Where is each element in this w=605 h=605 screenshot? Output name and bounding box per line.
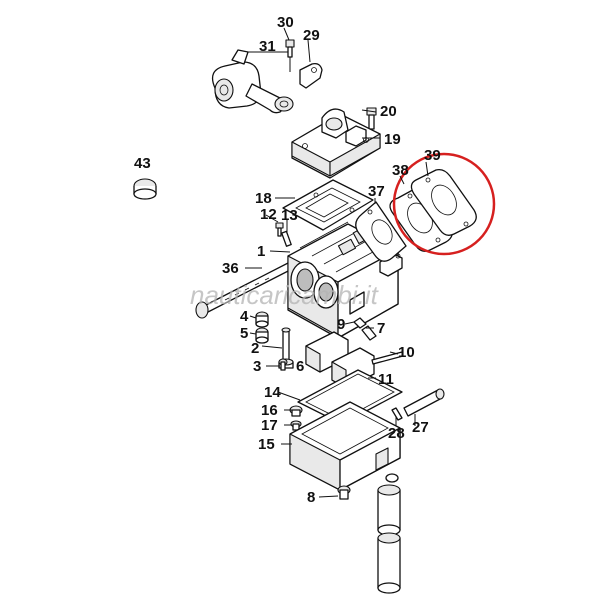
callout-13: 13	[281, 207, 298, 224]
callout-12: 12	[260, 206, 277, 223]
callout-11: 11	[378, 371, 394, 388]
highlight-circle	[392, 152, 496, 256]
callout-43: 43	[134, 155, 151, 172]
part-17-screw	[290, 420, 302, 431]
part-37-flange-gasket	[355, 201, 407, 262]
part-31-linkage	[211, 49, 294, 114]
part-5-jet	[255, 327, 269, 344]
callout-17: 17	[261, 417, 278, 434]
part-16-screw	[289, 405, 303, 417]
part-10-pin	[371, 351, 404, 365]
part-30-screw	[285, 39, 295, 58]
part-39-gasket	[410, 168, 477, 236]
callout-15: 15	[258, 436, 275, 453]
callout-30: 30	[277, 14, 294, 31]
part-43-plug	[133, 178, 157, 200]
callout-20: 20	[380, 103, 397, 120]
part-18-gasket	[282, 179, 374, 231]
callout-38: 38	[392, 162, 409, 179]
part-29-lever	[299, 62, 323, 89]
callout-8: 8	[307, 489, 315, 506]
drain-hose	[377, 484, 401, 594]
watermark: nauticaricambi.it	[190, 280, 380, 310]
callout-19: 19	[384, 131, 401, 148]
callout-27: 27	[412, 419, 429, 436]
callout-37: 37	[368, 183, 385, 200]
callout-1: 1	[257, 243, 265, 260]
callout-4: 4	[240, 308, 249, 325]
callout-16: 16	[261, 402, 278, 419]
callout-5: 5	[240, 325, 248, 342]
callout-6: 6	[296, 358, 304, 375]
part-4-jet	[255, 311, 269, 328]
part-2-jet	[281, 327, 291, 365]
part-19-top-cover	[291, 108, 381, 179]
callout-18: 18	[255, 190, 272, 207]
part-28-screw	[391, 407, 403, 421]
part-12-screw	[275, 222, 284, 237]
callout-2: 2	[251, 340, 259, 357]
part-8-screw	[337, 485, 351, 500]
callout-labels: 30 29 31 20 19 43 18 12 13 1 37 38 39 36…	[134, 14, 441, 506]
part-3-screw	[278, 358, 288, 371]
callout-7: 7	[377, 320, 385, 337]
callout-28: 28	[388, 425, 405, 442]
callout-14: 14	[264, 384, 281, 401]
part-27-pin	[403, 388, 445, 417]
callout-3: 3	[253, 358, 261, 375]
part-7-pin	[361, 325, 377, 341]
callout-39: 39	[424, 147, 441, 164]
leader-lines	[245, 27, 429, 498]
part-9-needle	[353, 317, 367, 329]
part-15-float-bowl	[289, 401, 401, 491]
callout-31: 31	[259, 38, 276, 55]
callout-29: 29	[303, 27, 320, 44]
callout-36: 36	[222, 260, 239, 277]
callout-10: 10	[398, 344, 415, 361]
callout-9: 9	[337, 316, 345, 333]
part-13-screw	[281, 230, 292, 247]
